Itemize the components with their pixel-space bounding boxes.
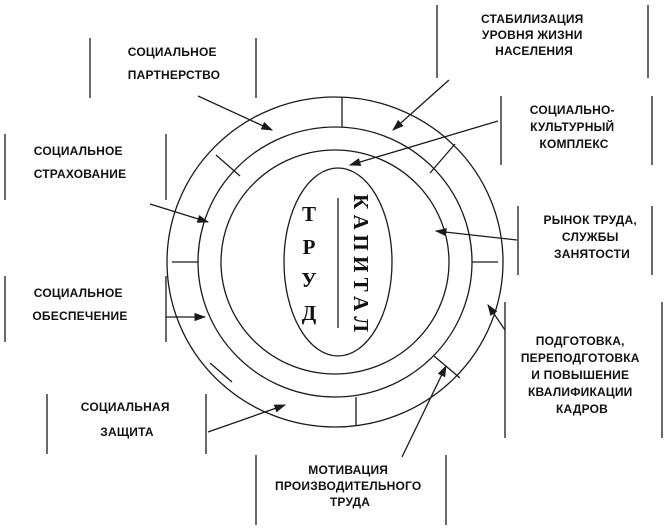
svg-text:У: У <box>301 268 316 292</box>
svg-text:Т: Т <box>302 202 316 226</box>
label-protection: СОЦИАЛЬНАЯ ЗАЩИТА <box>81 400 173 439</box>
ring-dividers <box>172 97 498 426</box>
inner-ring <box>220 149 450 375</box>
core-labor: Т Р У Д <box>301 202 316 325</box>
label-labor-market: РЫНОК ТРУДА, СЛУЖБЫ ЗАНЯТОСТИ <box>544 213 641 261</box>
svg-text:Р: Р <box>303 235 316 259</box>
arrow-stabilization <box>392 79 450 131</box>
label-box-edges <box>4 5 663 525</box>
label-provision: СОЦИАЛЬНОЕ ОБЕСПЕЧЕНИЕ <box>32 286 127 323</box>
arrow-cultural <box>348 120 499 166</box>
outer-ring <box>166 96 504 428</box>
core-oval <box>283 167 393 357</box>
label-stabilization: СТАБИЛИЗАЦИЯ УРОВНЯ ЖИЗНИ НАСЕЛЕНИЯ <box>481 12 587 58</box>
arrow-partnership <box>197 95 274 131</box>
label-motivation: МОТИВАЦИЯ ПРОИЗВОДИТЕЛЬНОГО ТРУДА <box>275 463 425 509</box>
label-training: ПОДГОТОВКА, ПЕРЕПОДГОТОВКА И ПОВЫШЕНИЕ К… <box>521 334 643 416</box>
arrows <box>149 79 518 458</box>
svg-text:Д: Д <box>302 301 317 325</box>
label-partnership: СОЦИАЛЬНОЕ ПАРТНЕРСТВО <box>128 45 221 82</box>
core-capital: КАПИТАЛ <box>349 194 373 332</box>
arrow-labor-market <box>434 228 518 241</box>
arrow-protection <box>207 404 287 433</box>
label-cultural: СОЦИАЛЬНО- КУЛЬТУРНЫЙ КОМПЛЕКС <box>530 103 619 151</box>
arrow-training <box>487 304 506 331</box>
label-insurance: СОЦИАЛЬНОЕ СТРАХОВАНИЕ <box>34 144 127 181</box>
arrow-motivation <box>401 364 447 458</box>
arrow-insurance <box>149 203 210 223</box>
